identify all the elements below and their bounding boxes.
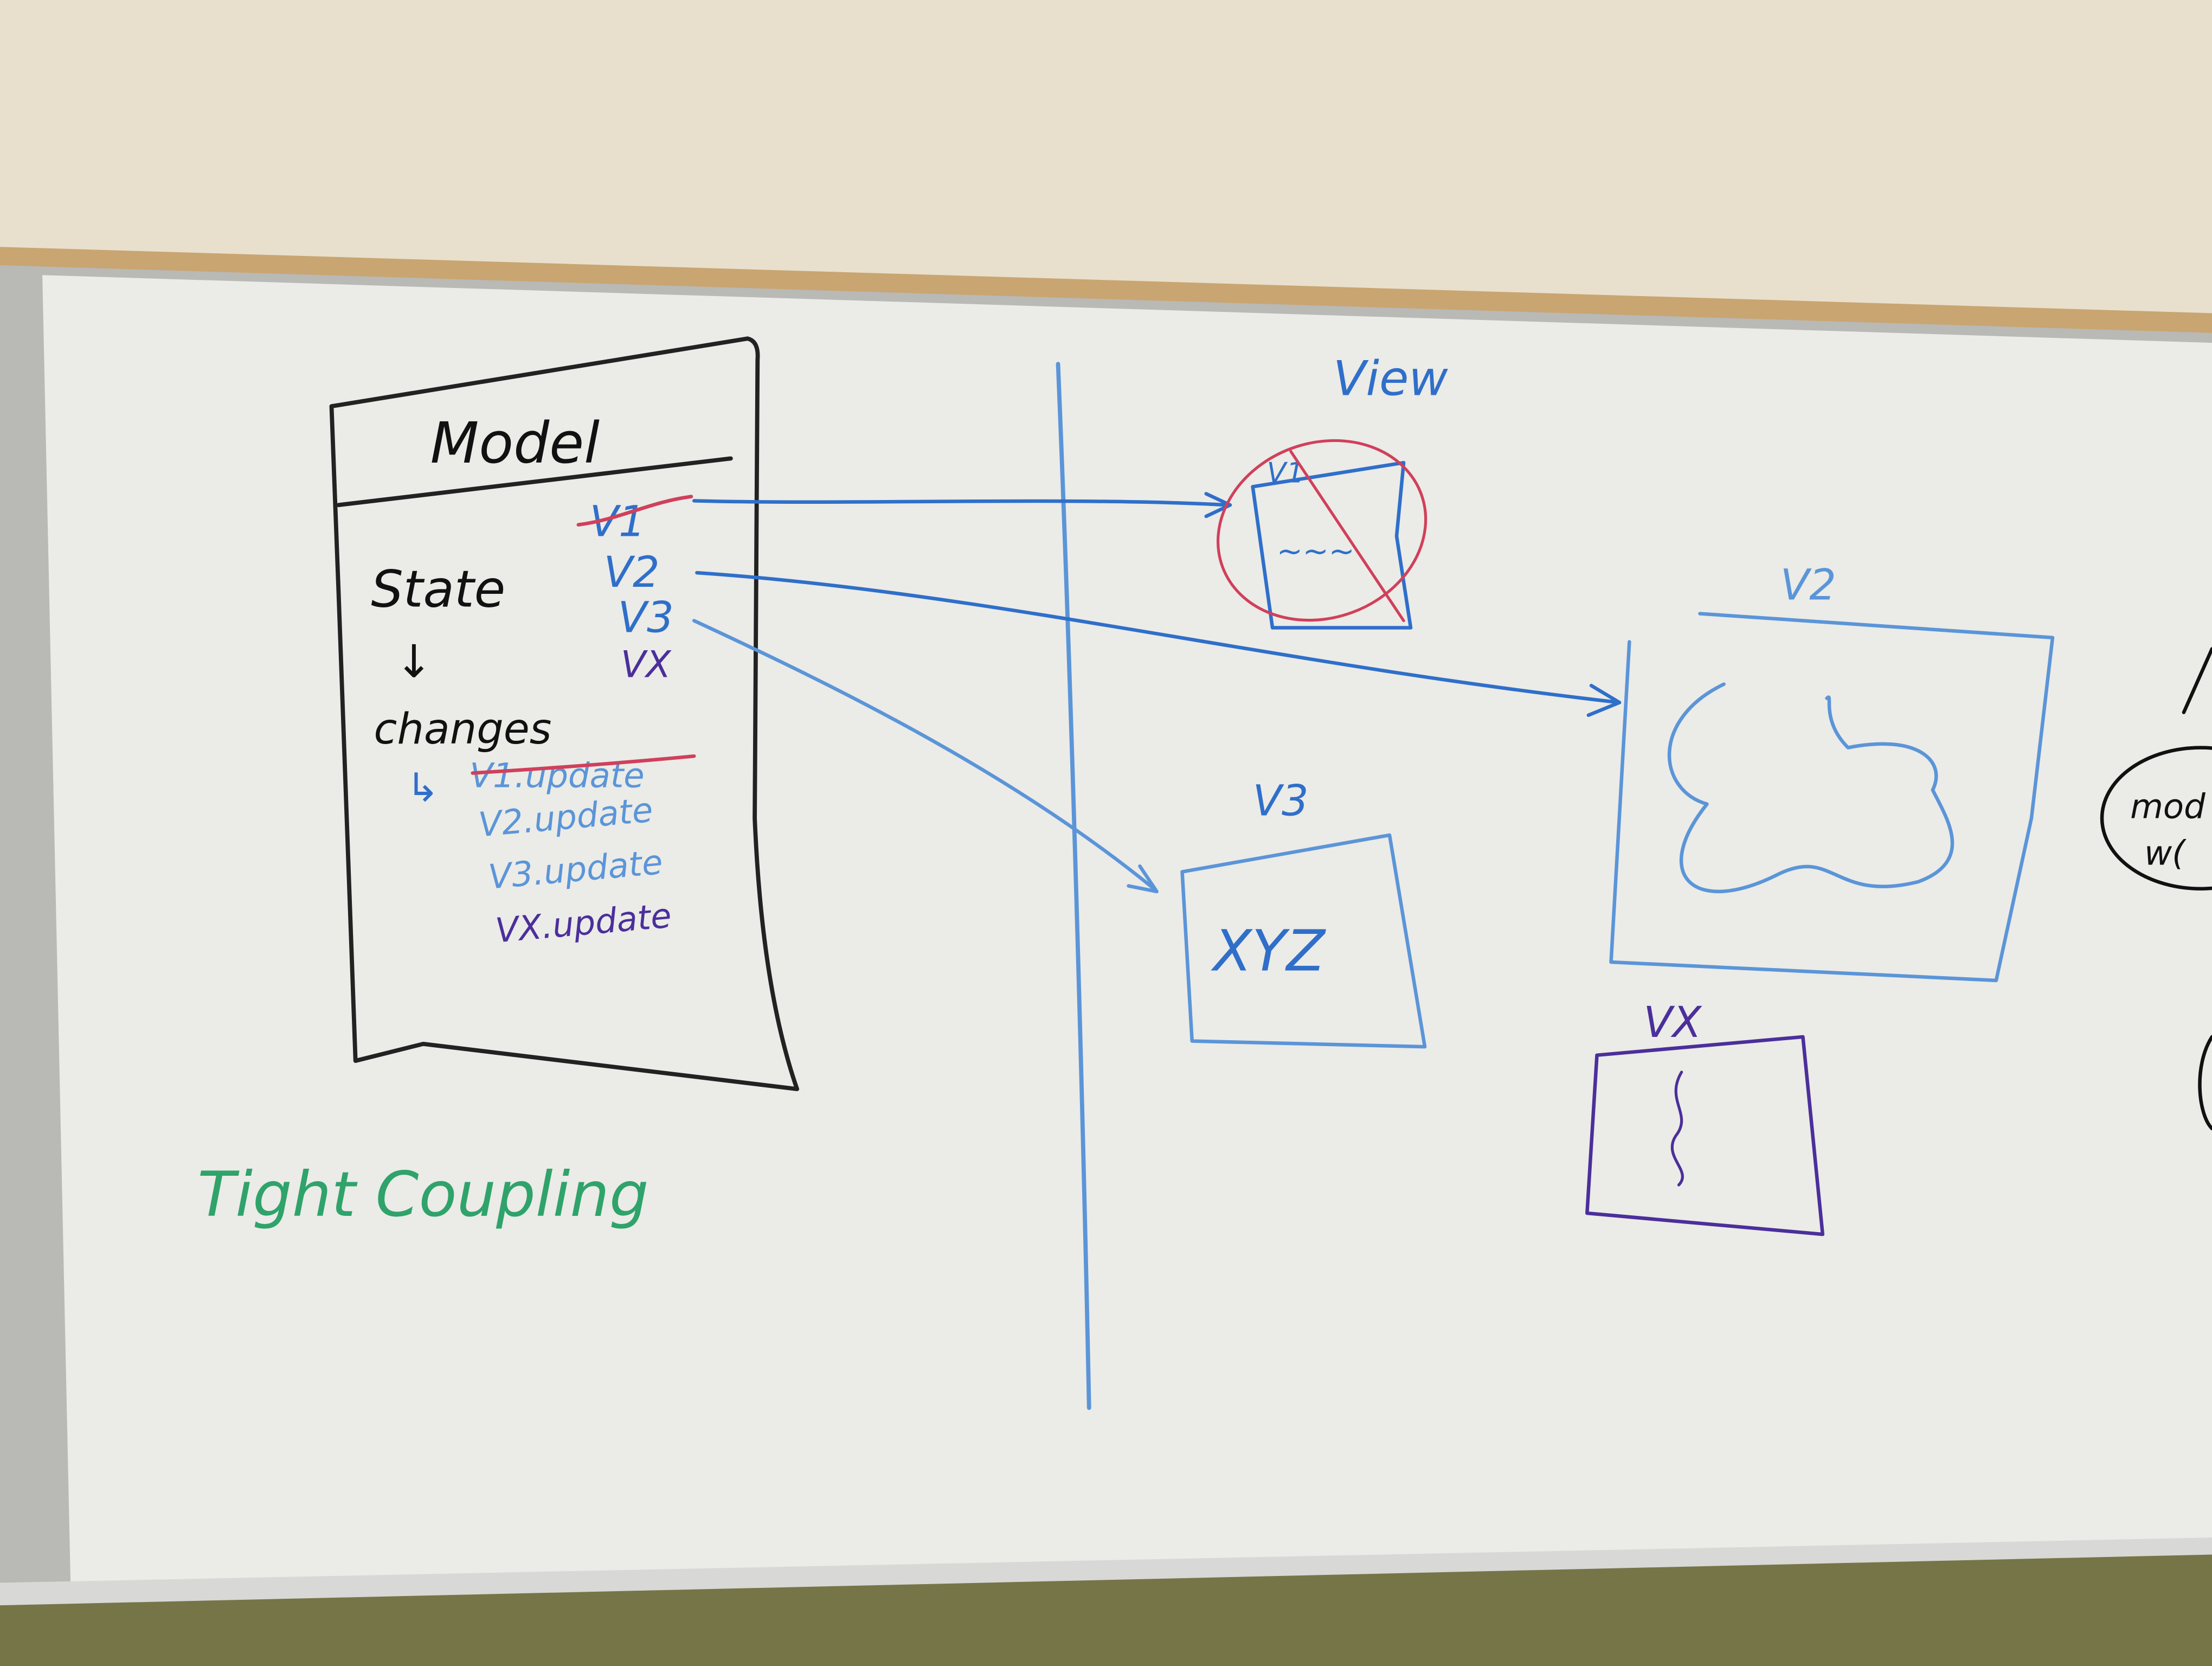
model-title: Model (430, 410, 600, 476)
edge-partial-arc (2198, 1035, 2212, 1131)
view-v2-squiggle (1667, 682, 1954, 894)
strikethrough-v1 (576, 495, 693, 527)
model-title-divider (336, 456, 733, 508)
tight-coupling-caption: Tight Coupling (197, 1158, 648, 1231)
arrow-v3 (692, 619, 1159, 894)
view-v1-box (1251, 460, 1413, 630)
views-list-v3: V3 (618, 593, 674, 642)
view-vx-label: VX (1643, 998, 1702, 1047)
state-label: State (371, 560, 505, 619)
edge-partial-text-1: mod (2130, 787, 2205, 826)
view-v3-box (1180, 833, 1427, 1049)
view-v1-cancel-slash (1289, 450, 1405, 623)
edge-partial-line (2182, 647, 2212, 714)
update-arrow-icon: ↳ (406, 765, 439, 811)
strikethrough-v1-update (471, 754, 696, 775)
edge-partial-ellipse (2100, 746, 2212, 890)
marker-tray (0, 1537, 2212, 1606)
view-v3-content: XYZ (1211, 918, 1327, 984)
view-v3-label: V3 (1253, 777, 1309, 825)
divider-line (1056, 362, 1091, 1410)
wall-bottom (0, 1545, 2212, 1666)
model-box-outline (329, 336, 800, 1092)
view-v2-label: V2 (1780, 561, 1836, 610)
views-list-v2: V2 (604, 548, 660, 597)
edge-partial-text-2: w( (2144, 834, 2187, 873)
view-v1-content: ~~~ (1277, 533, 1355, 569)
view-vx-squiggle (1670, 1071, 1684, 1187)
cork-strip (0, 247, 2212, 339)
view-heading: View (1333, 350, 1449, 406)
changes-label: changes (374, 705, 552, 754)
arrow-v2 (695, 571, 1622, 717)
views-list-vx: VX (621, 643, 672, 686)
arrow-down-icon: ↓ (395, 636, 433, 688)
board-surface (42, 275, 2212, 1583)
arrow-v1 (692, 492, 1232, 518)
view-v1-cancel-circle (1217, 439, 1427, 622)
view-v2-box (1609, 612, 2055, 983)
view-vx-box (1585, 1035, 1825, 1236)
